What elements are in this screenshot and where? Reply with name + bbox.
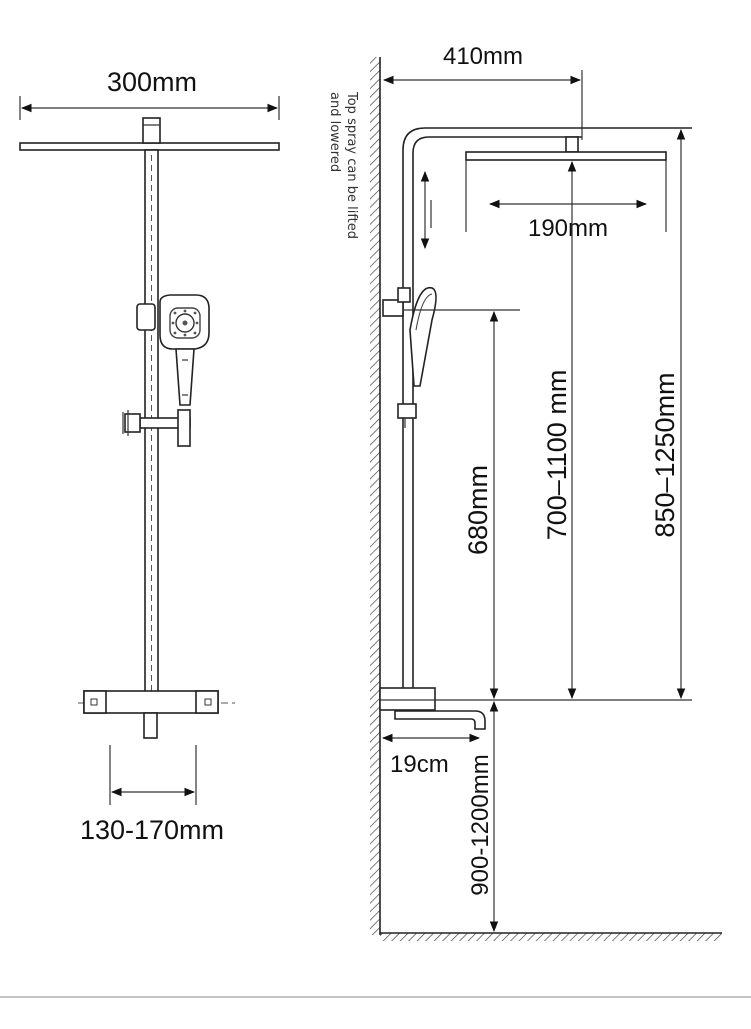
side-floor-height-label: 900-1200mm xyxy=(467,754,494,895)
side-holder-height-label: 680mm xyxy=(463,465,493,555)
side-mixer-spout xyxy=(379,687,692,730)
side-hand-shower xyxy=(382,286,520,428)
side-floor xyxy=(380,932,722,941)
side-head-range-label: 700–1100 mm xyxy=(542,370,572,541)
front-shower-head xyxy=(19,117,280,151)
side-wall xyxy=(370,57,381,935)
side-note: Top spray can be lifted and lowered xyxy=(327,91,359,239)
front-width-dimension: 300mm xyxy=(19,67,280,120)
side-reach-dimension: 410mm xyxy=(382,43,583,140)
front-spacing-dimension: 130-170mm xyxy=(80,745,224,845)
side-view: Top spray can be lifted and lowered 410m… xyxy=(327,43,722,941)
front-slider-bracket xyxy=(122,409,191,447)
side-note-line2: and lowered xyxy=(327,92,342,172)
side-note-line1: Top spray can be lifted xyxy=(344,91,359,239)
side-shower-head: 190mm xyxy=(465,136,667,242)
side-head-range-dimension: 700–1100 mm xyxy=(542,160,577,700)
side-riser-pipe xyxy=(402,127,692,700)
front-hand-shower xyxy=(136,294,210,406)
side-spout-dimension: 19cm xyxy=(381,733,481,778)
side-arm-range-dimension: 850–1250mm xyxy=(650,128,686,700)
side-reach-label: 410mm xyxy=(443,43,523,70)
side-lift-arrows xyxy=(420,170,432,250)
side-spout-label: 19cm xyxy=(390,751,449,778)
front-view: 300mm xyxy=(19,67,280,845)
front-mixer-bar xyxy=(78,690,235,739)
side-head-label: 190mm xyxy=(528,215,608,242)
front-width-label: 300mm xyxy=(107,67,197,97)
side-holder-height-dimension: 680mm xyxy=(463,310,499,700)
side-arm-range-label: 850–1250mm xyxy=(650,372,680,537)
front-spacing-label: 130-170mm xyxy=(80,815,224,845)
side-floor-height-dimension: 900-1200mm xyxy=(467,700,499,933)
